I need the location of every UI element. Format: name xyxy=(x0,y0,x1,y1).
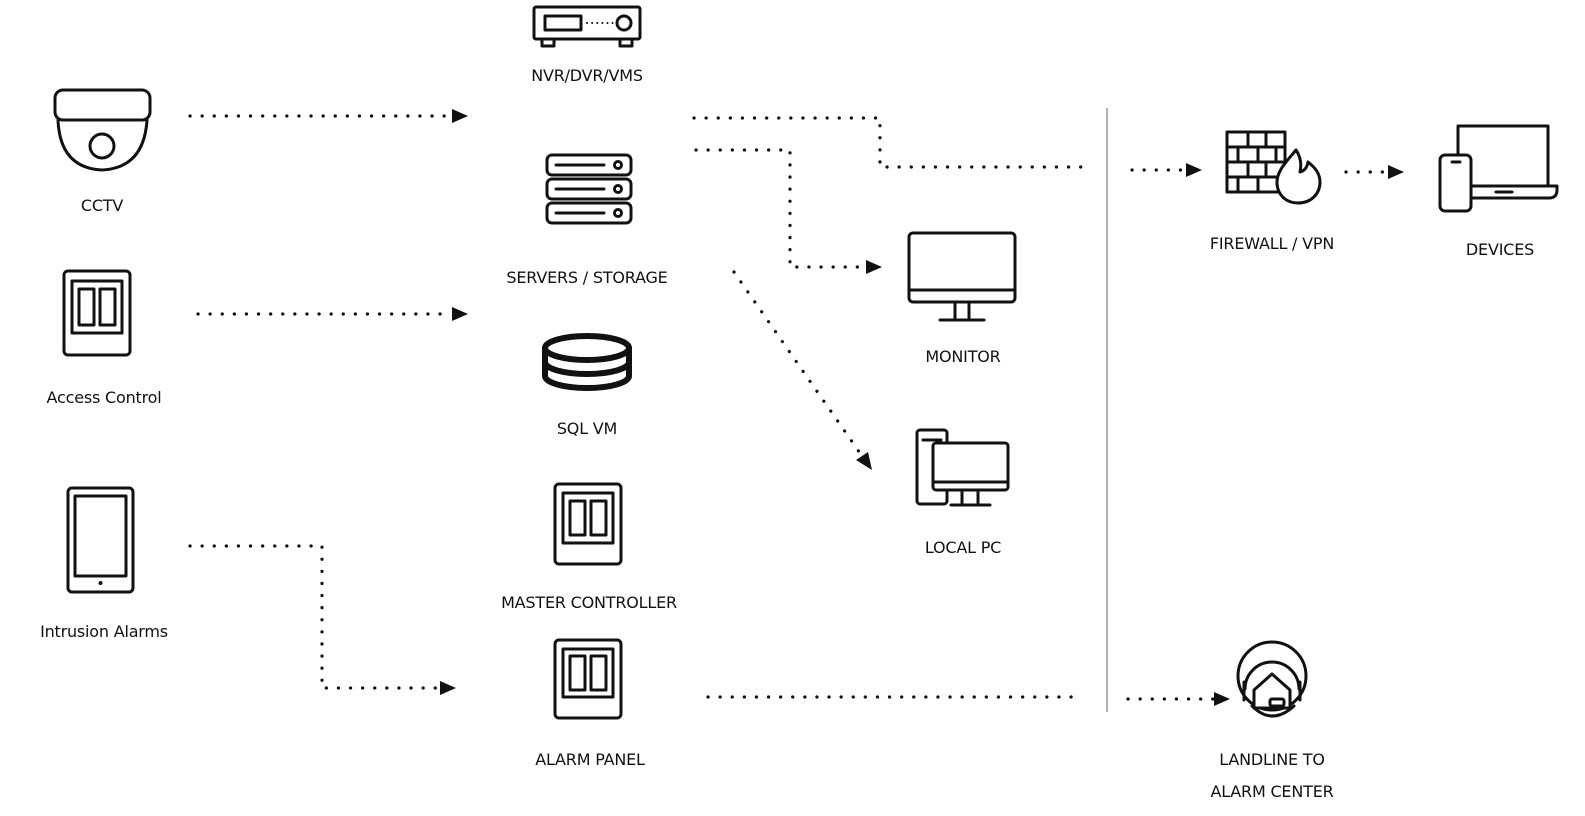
connector-access-control-to-servers xyxy=(196,307,468,321)
monitor-label: MONITOR xyxy=(925,347,1001,366)
connector-intrusion-to-alarm-panel xyxy=(188,544,456,695)
nvr-label: NVR/DVR/VMS xyxy=(531,66,643,85)
alarm-panel-label: ALARM PANEL xyxy=(535,750,645,769)
local-pc-label: LOCAL PC xyxy=(924,538,1002,557)
desktop-pc-icon xyxy=(915,428,1010,507)
devices-label: DEVICES xyxy=(1465,240,1535,259)
access-control-label: Access Control xyxy=(46,388,162,407)
cctv-label: CCTV xyxy=(80,196,124,215)
connector-to-firewall xyxy=(1130,163,1202,177)
database-icon xyxy=(542,333,632,391)
headset-agent-icon xyxy=(1236,640,1308,718)
master-controller-label: MASTER CONTROLLER xyxy=(501,593,677,612)
firewall-icon xyxy=(1225,130,1322,205)
connector-to-landline xyxy=(1126,692,1230,706)
connector-servers-to-monitor xyxy=(694,148,882,274)
connector-firewall-to-devices xyxy=(1344,165,1404,179)
server-rack-icon xyxy=(545,153,633,225)
door-panel-icon xyxy=(553,482,623,566)
laptop-phone-icon xyxy=(1438,124,1559,213)
dome-camera-icon xyxy=(53,88,152,172)
connector-servers-to-local-pc xyxy=(732,270,872,470)
door-panel-icon xyxy=(62,269,132,357)
tablet-icon xyxy=(66,486,135,594)
connector-nvr-to-firewall xyxy=(692,116,1084,169)
connector-cctv-to-nvr xyxy=(188,109,468,123)
landline-label: LANDLINE TO ALARM CENTER xyxy=(1210,750,1334,801)
monitor-icon xyxy=(907,231,1017,322)
servers-storage-label: SERVERS / STORAGE xyxy=(506,268,668,287)
recorder-icon xyxy=(532,5,642,48)
firewall-vpn-label: FIREWALL / VPN xyxy=(1209,234,1335,253)
sql-vm-label: SQL VM xyxy=(556,419,618,438)
door-panel-icon xyxy=(553,638,623,720)
intrusion-alarms-label: Intrusion Alarms xyxy=(40,622,168,641)
